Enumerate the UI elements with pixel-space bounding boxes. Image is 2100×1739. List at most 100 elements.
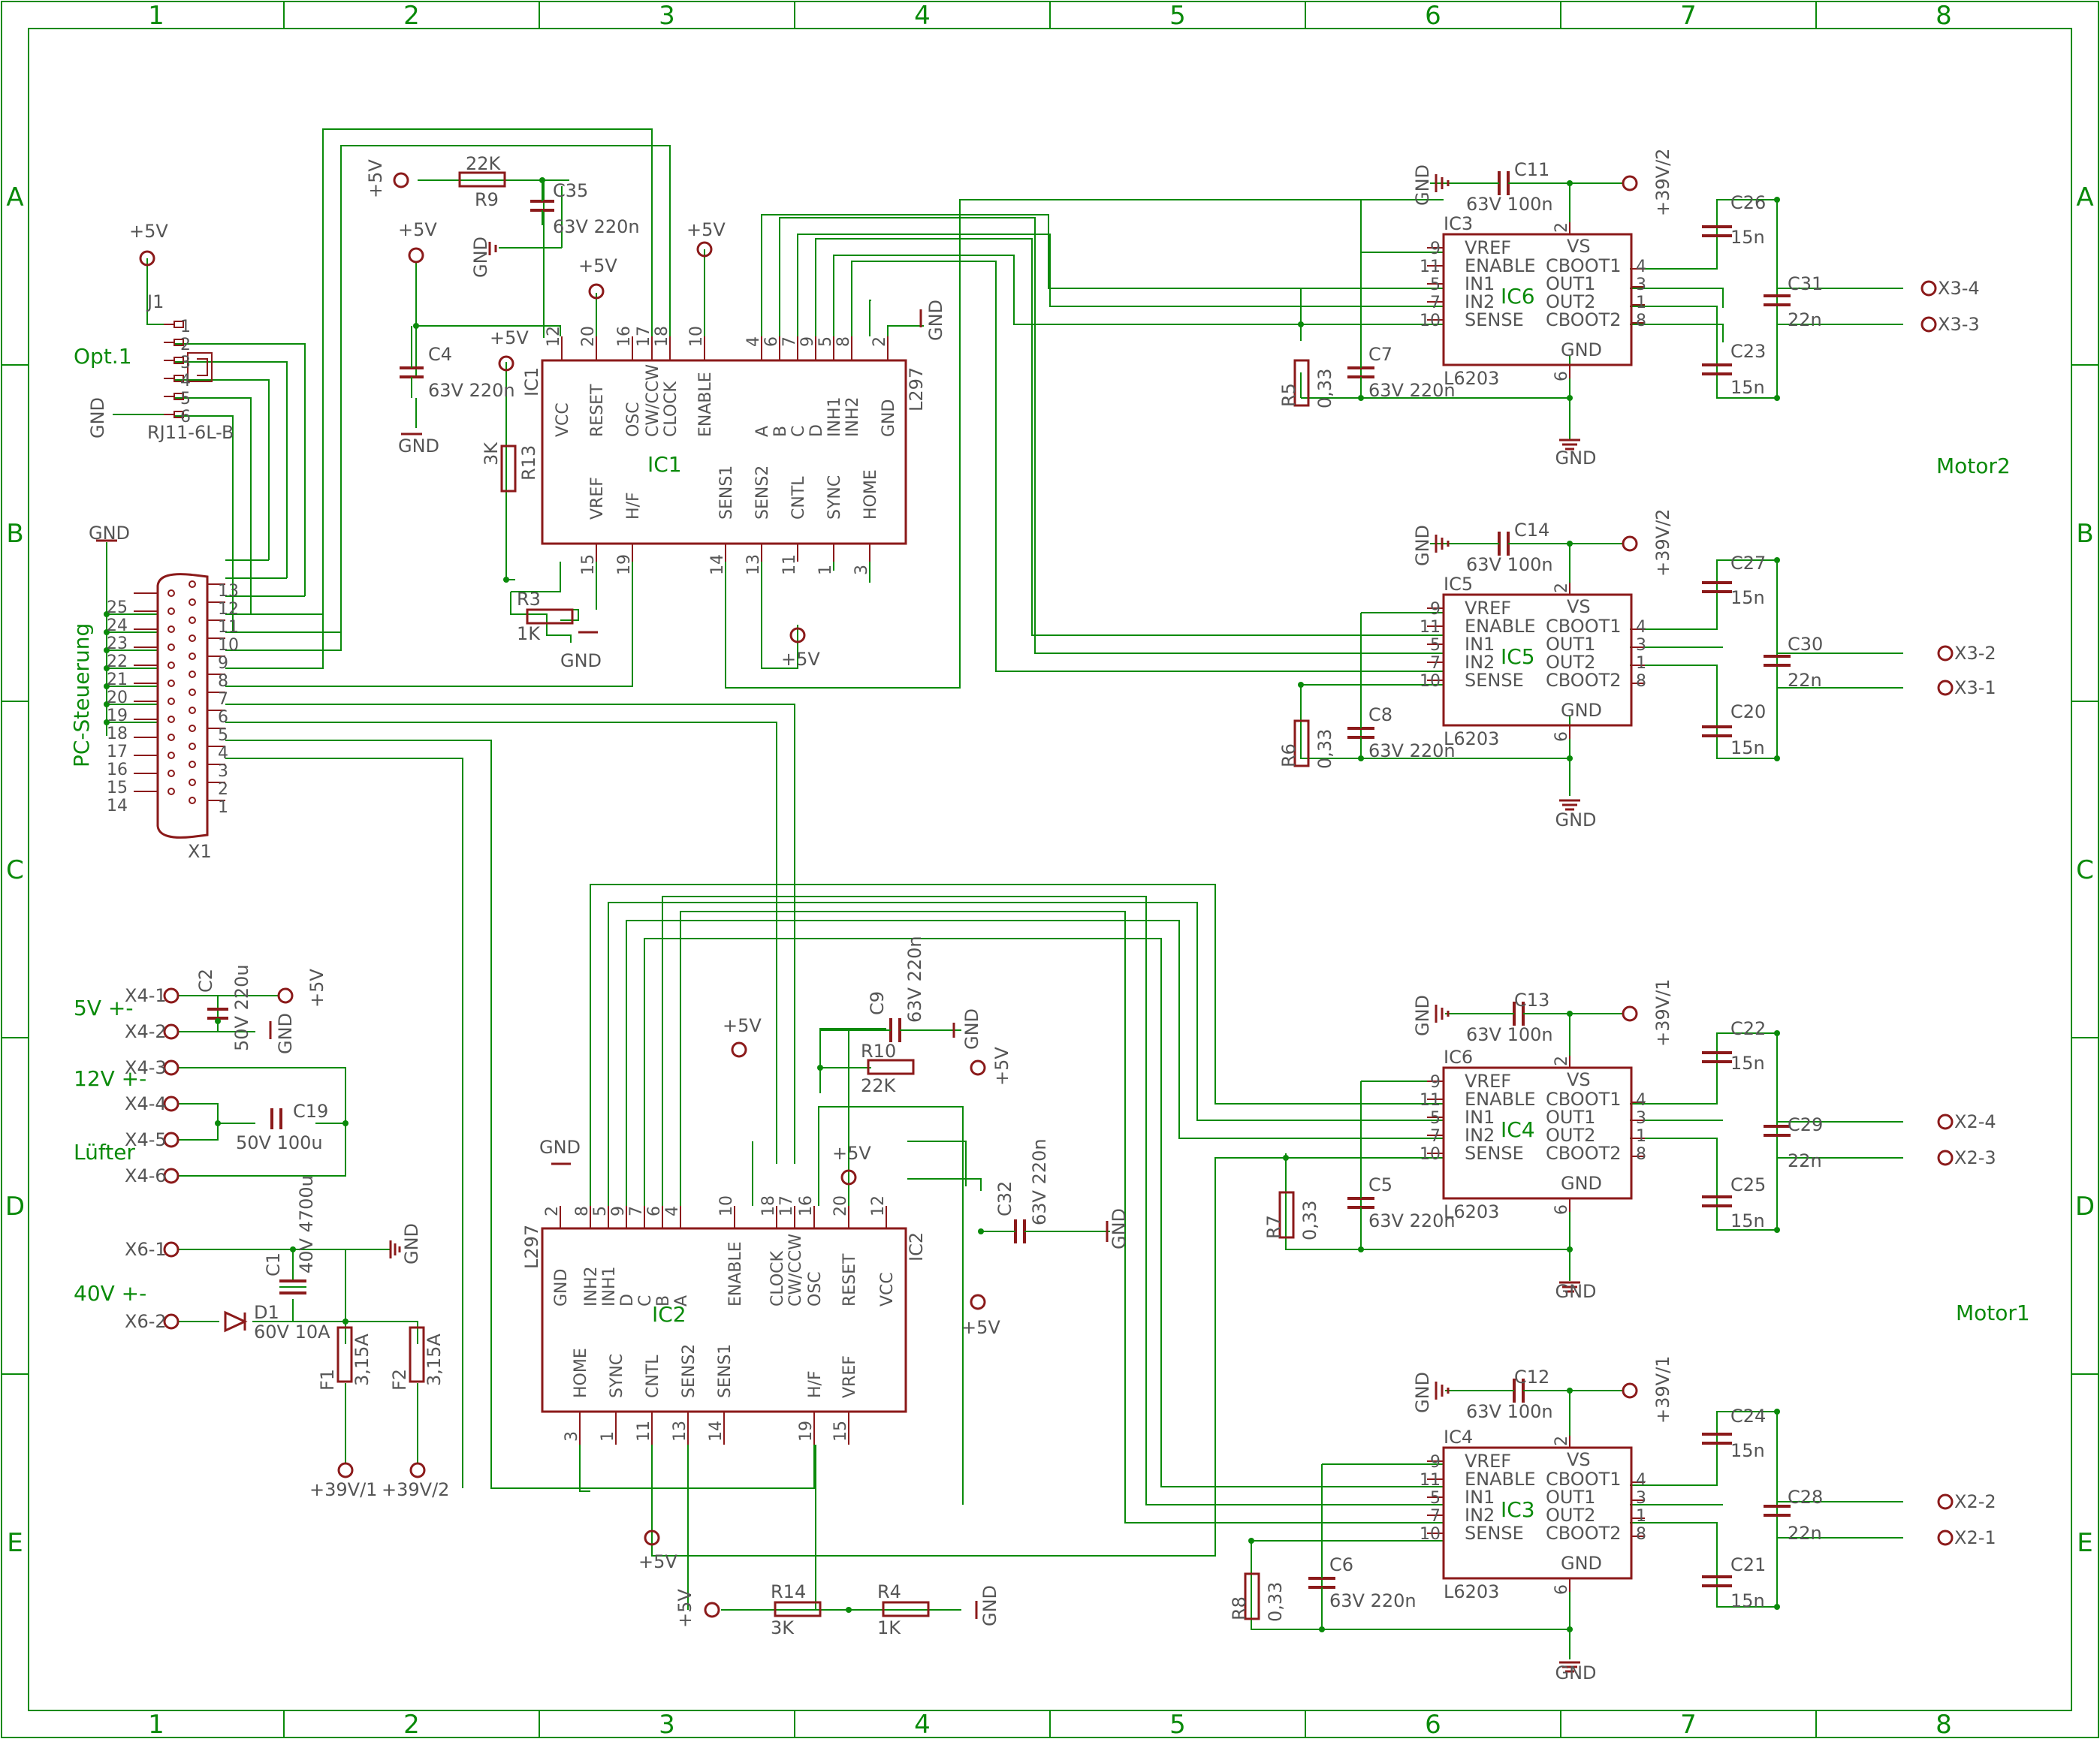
ic2-pin-8-num: 8 xyxy=(573,1206,592,1216)
r13-5v-pad xyxy=(498,355,514,372)
x1-pin-8: 8 xyxy=(218,672,228,691)
ic1-pin-7-name: C xyxy=(789,426,808,437)
net-label-5v: 5V +- xyxy=(74,996,133,1020)
ic1-pin-11-name: CNTL xyxy=(789,476,808,520)
driver-3-ic-name: IC6 xyxy=(1444,1047,1473,1068)
driver-1-cap-bot-value: 15n xyxy=(1730,377,1765,398)
c1-plates xyxy=(279,1279,306,1294)
ic2-pin-14-num: 14 xyxy=(707,1421,726,1442)
driver-4-gnd-cap: GND xyxy=(1412,1372,1433,1413)
ic1-5v-enable: +5V xyxy=(686,219,726,240)
pads xyxy=(139,172,1954,1618)
r9-5v-pad xyxy=(393,172,409,188)
ic2-pin-6-num: 6 xyxy=(645,1206,664,1216)
ic2-texts: IC2 IC2 L297 2GND8INH25INH19D7C6B4A10ENA… xyxy=(521,1195,927,1442)
driver-3-pin-3-num: 3 xyxy=(1636,1109,1646,1128)
driver-2-out2: X3-1 xyxy=(1954,677,1996,698)
x1-pin-4: 4 xyxy=(218,744,228,763)
gnd-c9: GND xyxy=(961,1008,982,1050)
col-label-3: 3 xyxy=(659,1,675,31)
driver-1-pin-9-num: 9 xyxy=(1430,240,1441,258)
ic2-enable-5v-pad xyxy=(731,1041,747,1058)
driver-4-ic-name: IC4 xyxy=(1444,1427,1473,1448)
c31-plates xyxy=(1764,294,1791,306)
driver-4-pin-8-name: CBOOT2 xyxy=(1546,1523,1622,1544)
ic2-reset-5v-pad xyxy=(840,1169,857,1186)
ic2-pin-13-name: SENS2 xyxy=(680,1344,698,1398)
driver-3-pin-9-name: VREF xyxy=(1465,1071,1511,1092)
driver-3-pin-8-name: CBOOT2 xyxy=(1546,1143,1622,1164)
ic1-texts: IC1 IC1 L297 12VCC20RESET16OSC17CW/CCW18… xyxy=(521,326,927,575)
ic2-center-name: IC2 xyxy=(652,1302,686,1327)
driver-4-cap-top-name: C24 xyxy=(1730,1406,1766,1427)
driver-3-pin-10-num: 10 xyxy=(1420,1145,1441,1164)
ic1-body xyxy=(541,359,907,545)
driver-2-pin-5-num: 5 xyxy=(1430,636,1441,655)
ic1-pin-3-num: 3 xyxy=(852,565,871,575)
x4-3-pad xyxy=(163,1059,180,1076)
r3-name: R3 xyxy=(517,589,541,610)
c4-plates xyxy=(400,366,424,378)
driver-3-type: L6203 xyxy=(1444,1201,1499,1222)
x4-1-5v-pad xyxy=(277,987,294,1004)
col-label-2-bottom: 2 xyxy=(403,1710,420,1739)
x4-5-pad xyxy=(163,1132,180,1148)
driver-1-pin-3-num: 3 xyxy=(1636,276,1646,294)
driver-2-gnd-num: 6 xyxy=(1552,731,1571,742)
c1-name: C1 xyxy=(263,1252,284,1276)
col-label-1: 1 xyxy=(148,1,164,31)
d1-name: D1 xyxy=(254,1302,279,1323)
f1-body xyxy=(336,1326,353,1383)
x1-pin-15: 15 xyxy=(107,779,128,797)
x1-body xyxy=(156,573,209,839)
driver-4-out1: X2-2 xyxy=(1954,1491,1996,1512)
driver-1-cap-bot-name: C23 xyxy=(1730,341,1766,362)
col-label-6-bottom: 6 xyxy=(1425,1710,1441,1739)
driver-3-cap-vref-name: C5 xyxy=(1368,1174,1392,1195)
ic1-pin-12-name: VCC xyxy=(554,402,572,437)
driver-4-cap-value: 63V 100n xyxy=(1466,1401,1553,1422)
driver-1-pin-7-name: IN2 xyxy=(1465,291,1495,312)
col-label-8-bottom: 8 xyxy=(1936,1710,1952,1739)
components xyxy=(156,233,1633,1580)
x4-6-pad xyxy=(163,1168,180,1184)
j1-supply-label: +5V xyxy=(129,221,168,242)
c19-name: C19 xyxy=(293,1101,328,1122)
ic1-pin-11-num: 11 xyxy=(780,554,799,575)
driver-4-pin-10-num: 10 xyxy=(1420,1525,1441,1544)
driver-3-cap-top-value: 15n xyxy=(1730,1053,1765,1074)
x1-pin-11: 11 xyxy=(218,618,239,637)
r5-body xyxy=(1293,359,1310,407)
driver-1-pin-5-name: IN1 xyxy=(1465,273,1495,294)
ic2-top-pins: 2GND8INH25INH19D7C6B4A10ENABLE18CLOCK17C… xyxy=(543,1195,897,1307)
ic2-pin-4-name: A xyxy=(672,1295,691,1307)
driver-2-cap-vref-value: 63V 220n xyxy=(1368,740,1456,761)
gnd-c2: GND xyxy=(275,1013,296,1054)
ic2-pin-10-num: 10 xyxy=(717,1195,736,1216)
j1-pin-4: 4 xyxy=(180,372,191,390)
driver-2-pin-7-name: IN2 xyxy=(1465,652,1495,673)
x1-gnd-label: GND xyxy=(89,523,130,544)
ic1-reset-5v-pad xyxy=(588,283,605,300)
row-label-c: C xyxy=(6,855,24,885)
r14-5v-pad xyxy=(704,1602,720,1618)
ic1-5v-c4: +5V xyxy=(398,219,437,240)
r6-body xyxy=(1293,719,1310,767)
c21-plates xyxy=(1702,1575,1732,1587)
ic1-pin-16-name: OSC xyxy=(624,402,643,437)
driver-4-pin-9-num: 9 xyxy=(1430,1453,1441,1472)
c29-plates xyxy=(1764,1125,1791,1137)
ic1-pin-8-name: INH2 xyxy=(843,397,862,438)
driver-2-vs-num: 2 xyxy=(1552,583,1571,593)
gnd-c4: GND xyxy=(398,436,439,457)
c26-plates xyxy=(1702,225,1732,237)
driver-3-pin-5-num: 5 xyxy=(1430,1109,1441,1128)
c22-plates xyxy=(1702,1051,1732,1063)
driver-2-pin-7-num: 7 xyxy=(1430,654,1441,673)
ic1-parts-texts: 22K R9 C35 63V 220n C4 63V 220n R13 3K R… xyxy=(365,153,946,671)
row-label-a: A xyxy=(6,182,23,212)
net-label-12v: 12V +- xyxy=(74,1066,146,1091)
driver-4-pin-8-num: 8 xyxy=(1636,1525,1646,1544)
ic2-pin-3-num: 3 xyxy=(563,1431,581,1442)
x4-4-label: X4-4 xyxy=(125,1093,167,1114)
